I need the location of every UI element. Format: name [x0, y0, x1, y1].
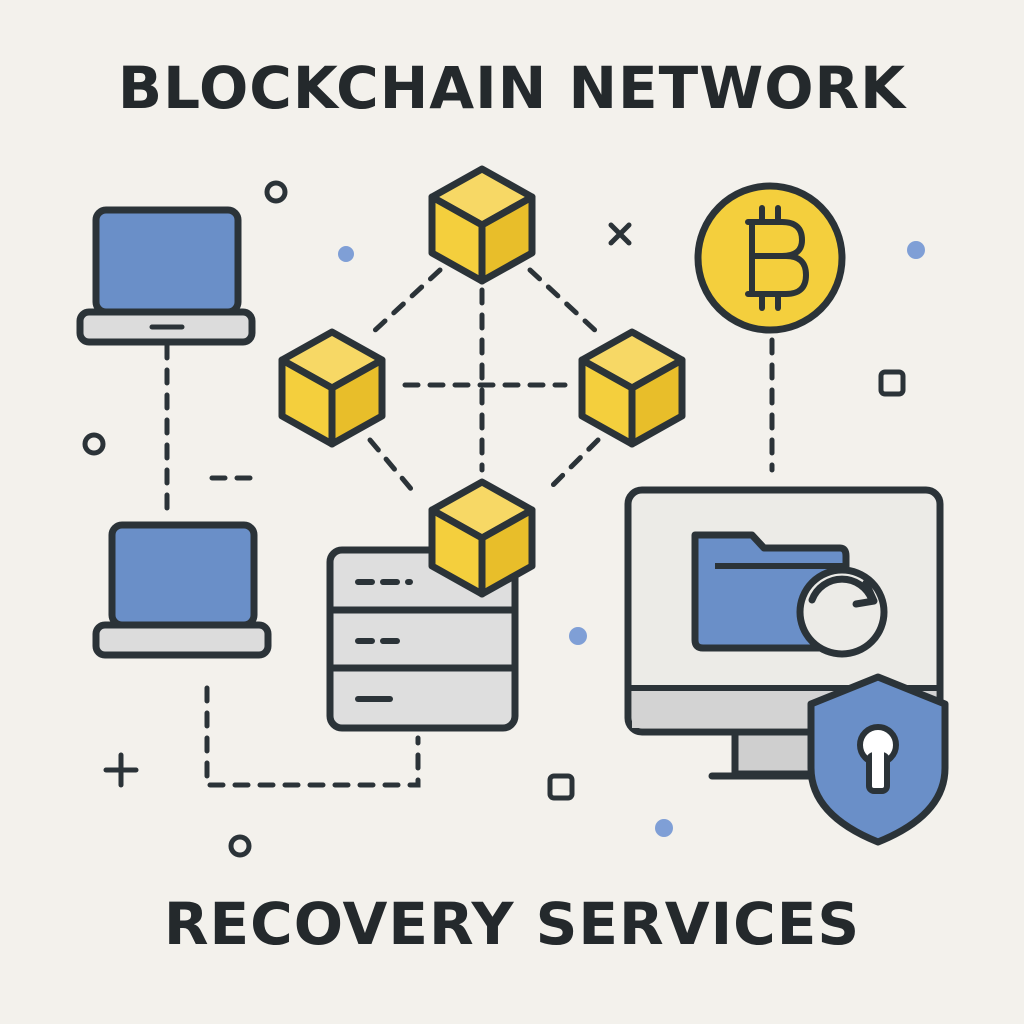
connector-top-right: [527, 267, 601, 336]
connector-bottom-left: [367, 437, 415, 493]
square-decoration: [878, 369, 906, 397]
square-decoration: [547, 773, 575, 801]
server-icon: [326, 546, 519, 732]
x-decoration: [608, 222, 632, 246]
ring-decoration: [264, 180, 288, 204]
bitcoin-coin-icon: [694, 182, 846, 334]
laptop-icon: [76, 206, 256, 346]
dot-decoration: [338, 246, 354, 262]
laptop-icon: [92, 521, 272, 659]
dot-decoration: [655, 819, 673, 837]
page-title: BLOCKCHAIN NETWORK: [117, 54, 907, 122]
ring-decoration: [82, 432, 106, 456]
dot-decoration: [569, 627, 587, 645]
plus-decoration: [103, 752, 139, 788]
page-subtitle: RECOVERY SERVICES: [163, 890, 861, 958]
connector-laptop-server: [204, 685, 421, 788]
folder-sync-icon: [691, 531, 888, 658]
connector-bottom-right: [545, 437, 601, 493]
blockchain-block-icon: [432, 169, 532, 281]
blockchain-block-icon: [432, 482, 532, 594]
blockchain-block-icon: [582, 332, 682, 444]
shield-lock-icon: [807, 673, 949, 846]
blockchain-block-icon: [282, 332, 382, 444]
connector-top-left: [369, 267, 443, 336]
dashed-connectors: [164, 267, 775, 788]
ring-decoration: [228, 834, 252, 858]
decorations: [82, 180, 925, 858]
dot-decoration: [907, 241, 925, 259]
